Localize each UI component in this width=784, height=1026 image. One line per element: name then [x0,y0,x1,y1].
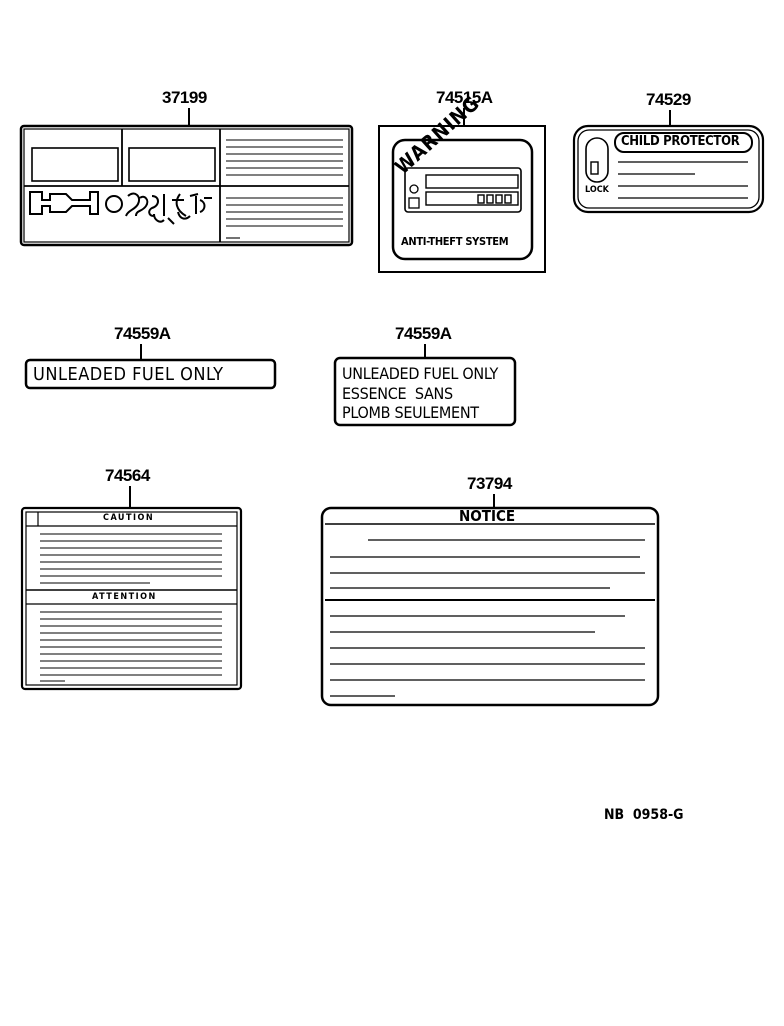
unleaded-fuel-text: UNLEADED FUEL ONLY [342,364,498,383]
leader-line [188,108,190,126]
part-number-74515a: 74515A [436,88,493,107]
label-74559a-2-frame [333,356,517,427]
child-protector-heading: CHILD PROTECTOR [621,134,740,149]
label-74515a-frame [378,125,546,273]
leader-line [129,486,131,508]
anti-theft-text: ANTI-THEFT SYSTEM [401,235,509,248]
lock-text: LOCK [585,185,609,195]
part-number-74559a-2: 74559A [395,324,452,343]
leader-line [669,110,671,126]
leader-line [463,108,465,126]
part-number-73794: 73794 [467,474,512,493]
plomb-seulement-text: PLOMB SEULEMENT [342,403,479,422]
part-number-74529: 74529 [646,90,691,109]
figure-code: NB 0958-G [604,807,684,823]
essence-sans-text: ESSENCE SANS [342,384,453,403]
unleaded-fuel-text: UNLEADED FUEL ONLY [33,364,224,385]
leader-line [424,344,426,358]
caution-heading: CAUTION [103,513,155,523]
leader-line [493,494,495,508]
label-74529-frame [572,124,765,214]
attention-heading: ATTENTION [92,592,157,602]
part-number-74559a-1: 74559A [114,324,171,343]
label-73794-frame [320,506,660,707]
label-74564-frame [20,506,243,691]
part-number-74564: 74564 [105,466,150,485]
notice-heading: NOTICE [459,507,516,525]
leader-line [140,344,142,360]
label-74559a-1-frame [24,358,277,390]
part-number-37199: 37199 [162,88,207,107]
label-37199-frame [19,124,354,247]
